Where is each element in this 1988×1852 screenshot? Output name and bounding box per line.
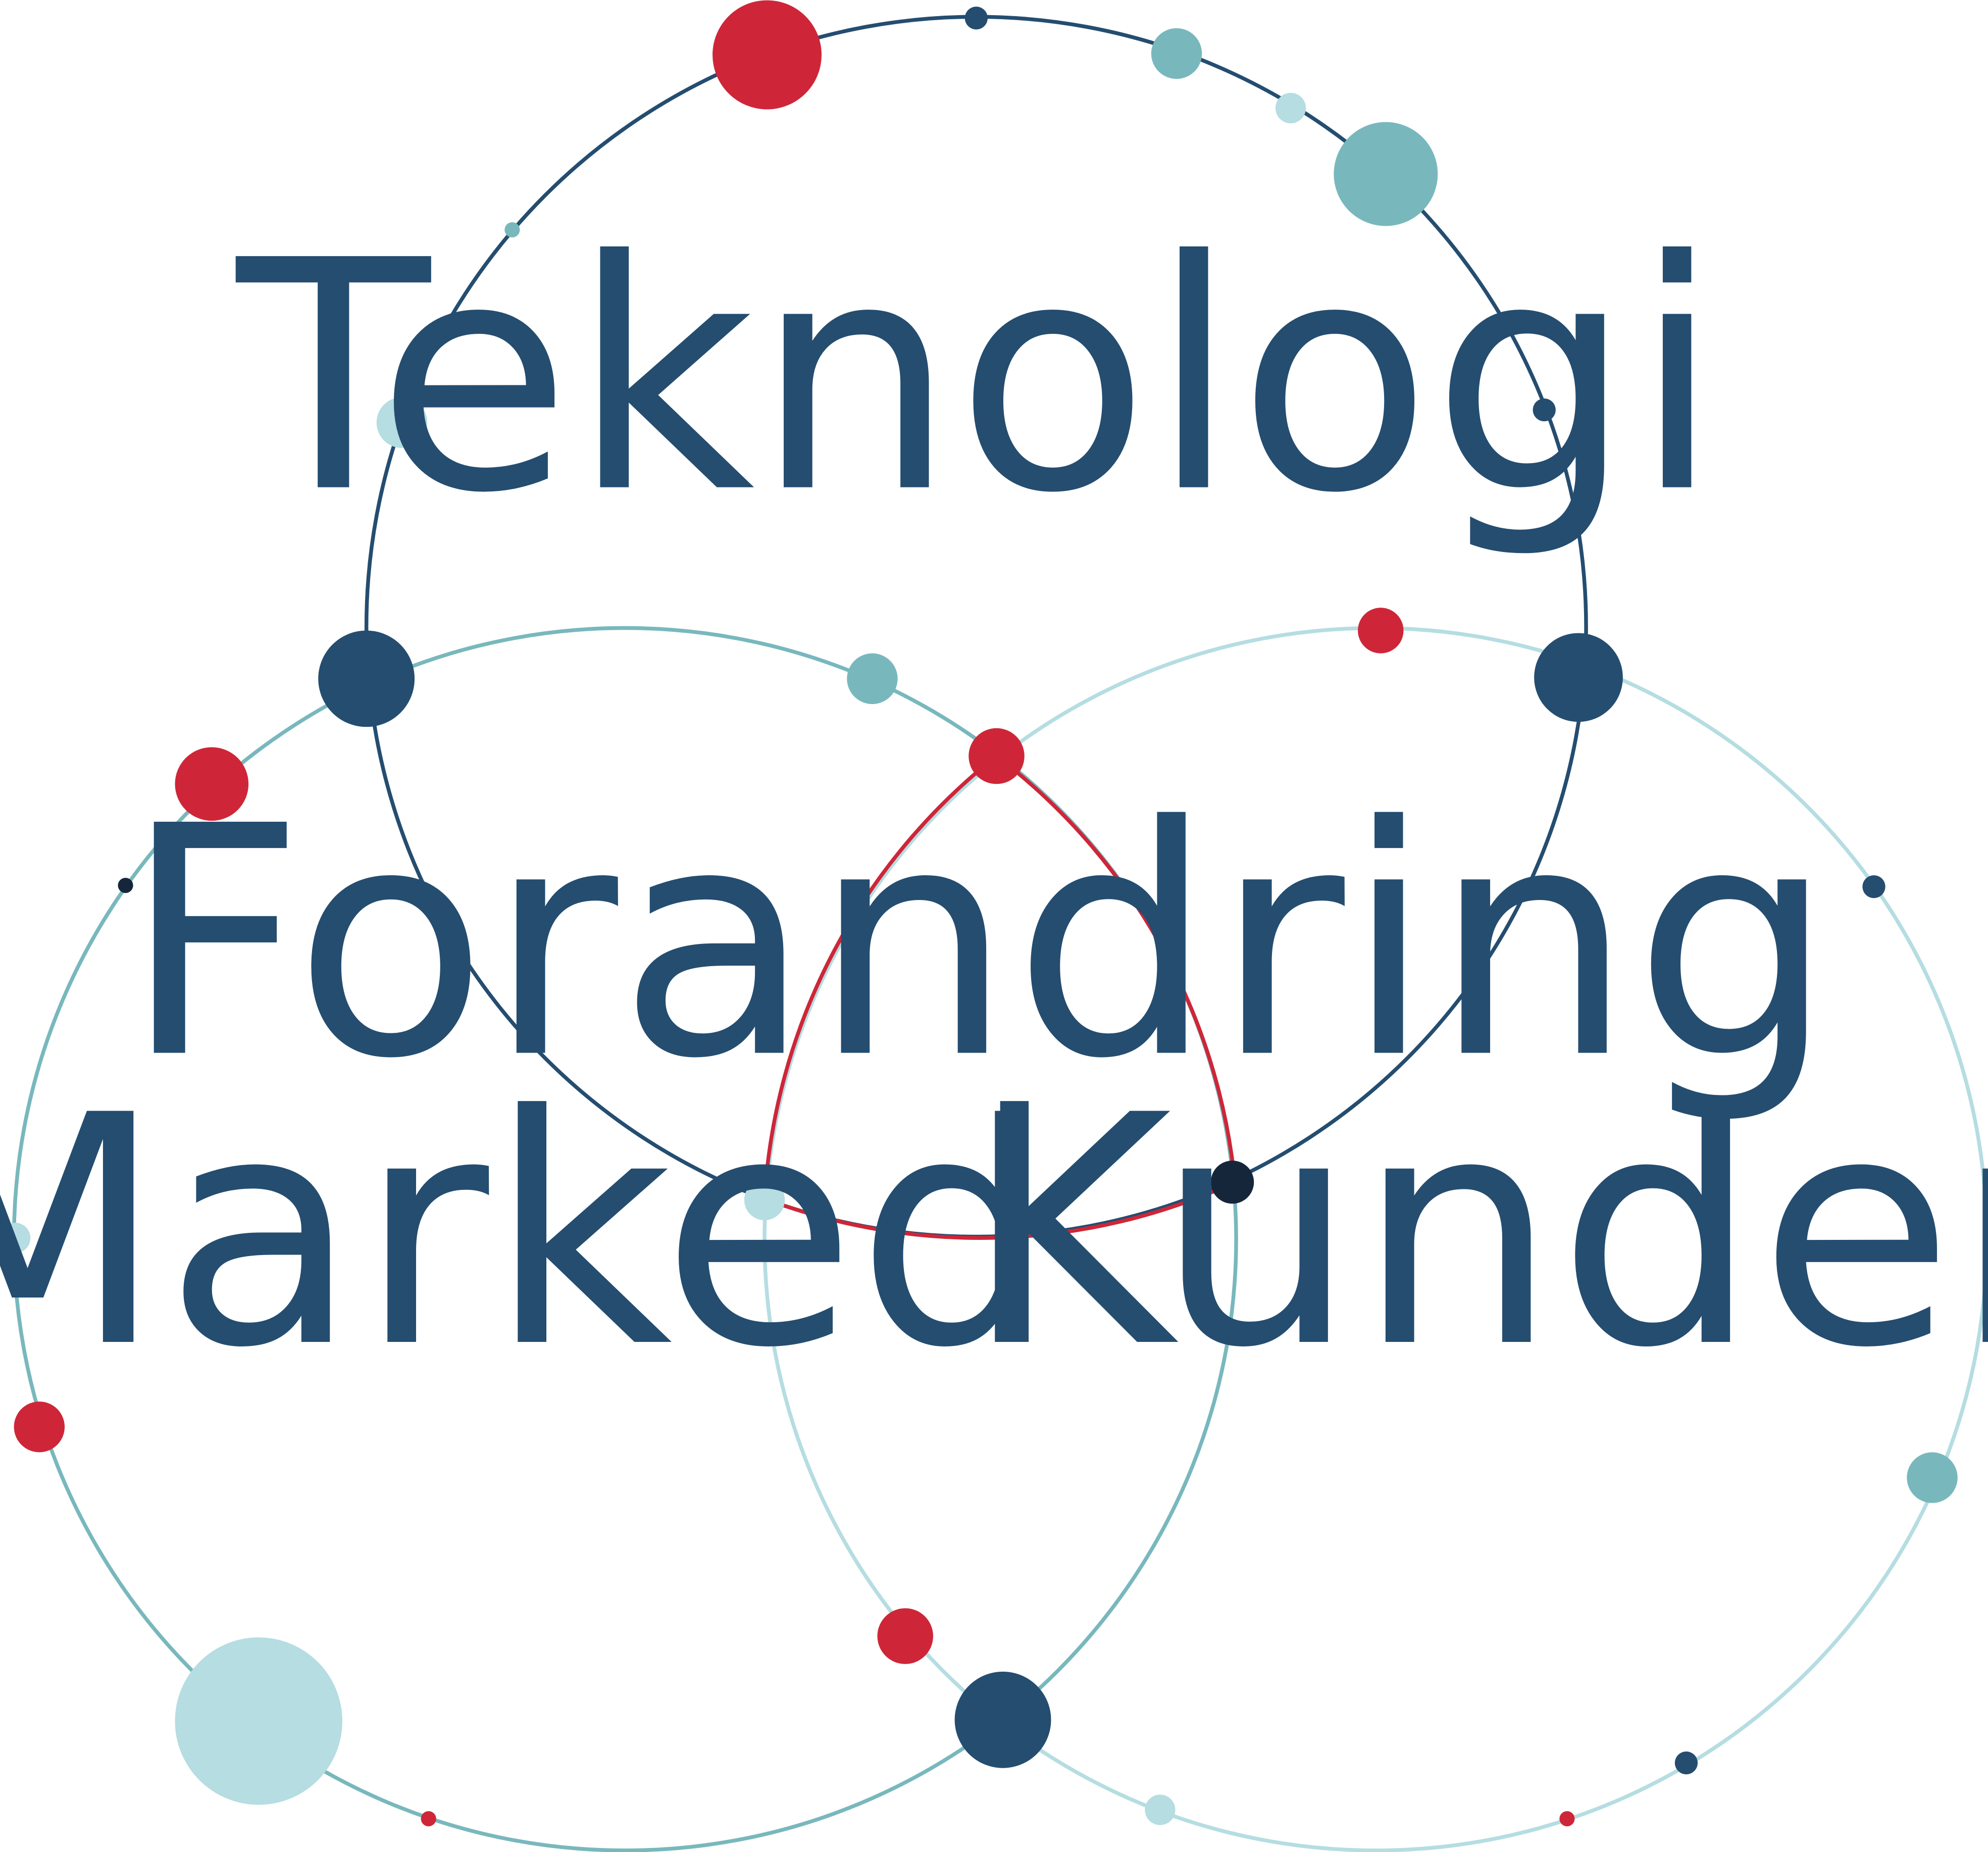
dot (1334, 122, 1438, 226)
dot (1534, 633, 1623, 722)
label-marked: Marked (0, 1048, 1057, 1417)
label-teknologi: Teknologi (232, 193, 1721, 563)
label-forandring: Forandring (123, 759, 1834, 1128)
dot (0, 1223, 31, 1254)
dot (954, 1671, 1051, 1768)
dot (1210, 1161, 1254, 1204)
dot (318, 630, 415, 727)
dot (1674, 1751, 1698, 1775)
dot (1358, 608, 1404, 654)
dot (968, 728, 1025, 784)
dot (175, 747, 249, 821)
dot (712, 0, 822, 110)
dot (1151, 28, 1202, 79)
dot (877, 1608, 933, 1664)
dot (504, 222, 520, 238)
dot (1907, 1452, 1958, 1503)
dot (744, 1179, 785, 1221)
dot (1275, 92, 1306, 124)
label-kunder: Kunder (964, 1048, 1988, 1417)
dot (964, 7, 988, 30)
dot (376, 397, 428, 448)
dot (1145, 1794, 1176, 1825)
dot (847, 653, 898, 705)
dot (1533, 398, 1556, 422)
dot (1862, 875, 1885, 898)
dot (175, 1637, 342, 1805)
dot (1559, 1811, 1575, 1827)
dot (421, 1811, 436, 1827)
dot (118, 878, 133, 893)
dot (14, 1401, 65, 1453)
intersection-outline (762, 754, 1237, 1240)
